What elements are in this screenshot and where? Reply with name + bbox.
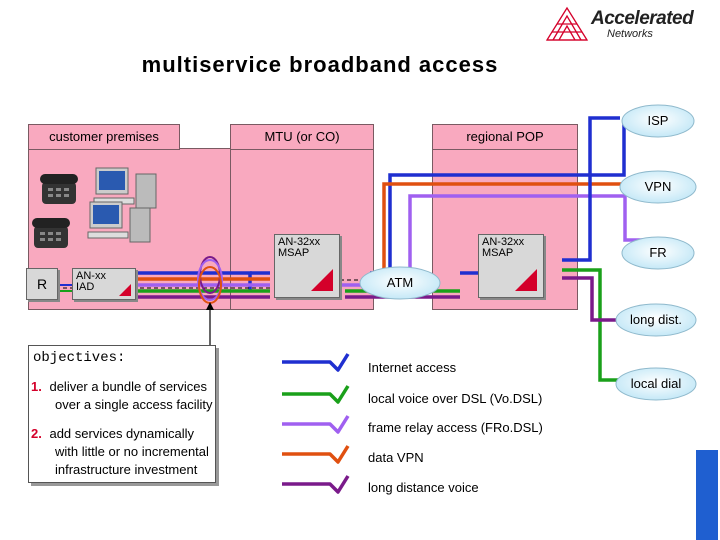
accent-bar bbox=[696, 450, 718, 540]
msap1-label-line1: AN-32xx bbox=[278, 236, 321, 248]
cloud-vpn-icon bbox=[619, 170, 697, 204]
cloud-long-dist-label: long dist. bbox=[629, 312, 683, 327]
cloud-long-dist-icon bbox=[615, 303, 697, 337]
objective-2-line3: infrastructure investment bbox=[55, 462, 198, 477]
accelerated-triangle-icon bbox=[119, 284, 131, 296]
objective-2: 2. add services dynamically with little … bbox=[31, 425, 261, 479]
legend-internet-label: Internet access bbox=[368, 360, 457, 375]
logo-sub: Networks bbox=[607, 28, 653, 40]
accelerated-triangle-icon bbox=[515, 269, 537, 291]
legend-internet-line bbox=[282, 353, 350, 372]
objective-2-number: 2. bbox=[31, 426, 42, 441]
legend-voice-label: local voice over DSL (Vo.DSL) bbox=[368, 391, 543, 406]
legend-frame-relay-label: frame relay access (FRo.DSL) bbox=[368, 420, 543, 435]
telephone-icon bbox=[40, 174, 78, 204]
legend-long-distance-label: long distance voice bbox=[368, 480, 479, 495]
zone-customer-label: customer premises bbox=[28, 124, 180, 150]
cloud-fr-icon bbox=[621, 236, 695, 270]
logo-mark-icon bbox=[545, 6, 589, 41]
objective-1-line1: deliver a bundle of services bbox=[49, 379, 207, 394]
legend-lines bbox=[282, 353, 350, 494]
zone-mtu-label: MTU (or CO) bbox=[230, 124, 374, 150]
iad-label-line2: IAD bbox=[76, 281, 95, 293]
accelerated-triangle-icon bbox=[311, 269, 333, 291]
router-device: R bbox=[26, 268, 58, 300]
msap-device-pop: AN-32xx MSAP bbox=[478, 234, 544, 298]
logo: Accelerated Networks bbox=[545, 6, 715, 42]
legend-vpn-line bbox=[282, 445, 350, 464]
customer-equipment bbox=[30, 160, 170, 260]
cloud-isp-icon bbox=[621, 104, 695, 138]
router-label: R bbox=[36, 276, 48, 292]
objectives-heading: objectives: bbox=[33, 350, 126, 366]
iad-device: AN-xx IAD bbox=[72, 268, 136, 300]
cloud-atm-label: ATM bbox=[386, 275, 414, 290]
zone-pop-label: regional POP bbox=[432, 124, 578, 150]
objective-1: 1. deliver a bundle of services over a s… bbox=[31, 378, 261, 414]
cloud-isp-label: ISP bbox=[647, 113, 669, 128]
objective-1-number: 1. bbox=[31, 379, 42, 394]
msap2-label-line1: AN-32xx bbox=[482, 236, 525, 248]
legend-vpn-label: data VPN bbox=[368, 450, 424, 465]
legend-long-distance-line bbox=[282, 475, 350, 494]
telephone-icon bbox=[32, 218, 70, 248]
objective-1-line2: over a single access facility bbox=[55, 397, 213, 412]
msap1-label-line2: MSAP bbox=[278, 247, 310, 259]
cloud-vpn-label: VPN bbox=[644, 179, 672, 194]
cloud-fr-label: FR bbox=[649, 245, 667, 260]
objectives-box: objectives: 1. deliver a bundle of servi… bbox=[28, 345, 216, 483]
computer-icon bbox=[87, 201, 151, 243]
iad-label-line1: AN-xx bbox=[76, 270, 106, 282]
legend-voice-line bbox=[282, 385, 350, 404]
msap2-label-line2: MSAP bbox=[482, 247, 514, 259]
objective-2-line2: with little or no incremental bbox=[55, 444, 209, 459]
computer-icon bbox=[93, 167, 157, 209]
logo-name: Accelerated bbox=[591, 8, 694, 29]
legend-frame-relay-line bbox=[282, 415, 350, 434]
msap-device-mtu: AN-32xx MSAP bbox=[274, 234, 340, 298]
cloud-atm-icon bbox=[359, 266, 441, 300]
cloud-local-dial-label: local dial bbox=[630, 376, 682, 391]
objective-2-line1: add services dynamically bbox=[49, 426, 194, 441]
page-title: multiservice broadband access bbox=[141, 52, 499, 77]
cloud-local-dial-icon bbox=[615, 367, 697, 401]
